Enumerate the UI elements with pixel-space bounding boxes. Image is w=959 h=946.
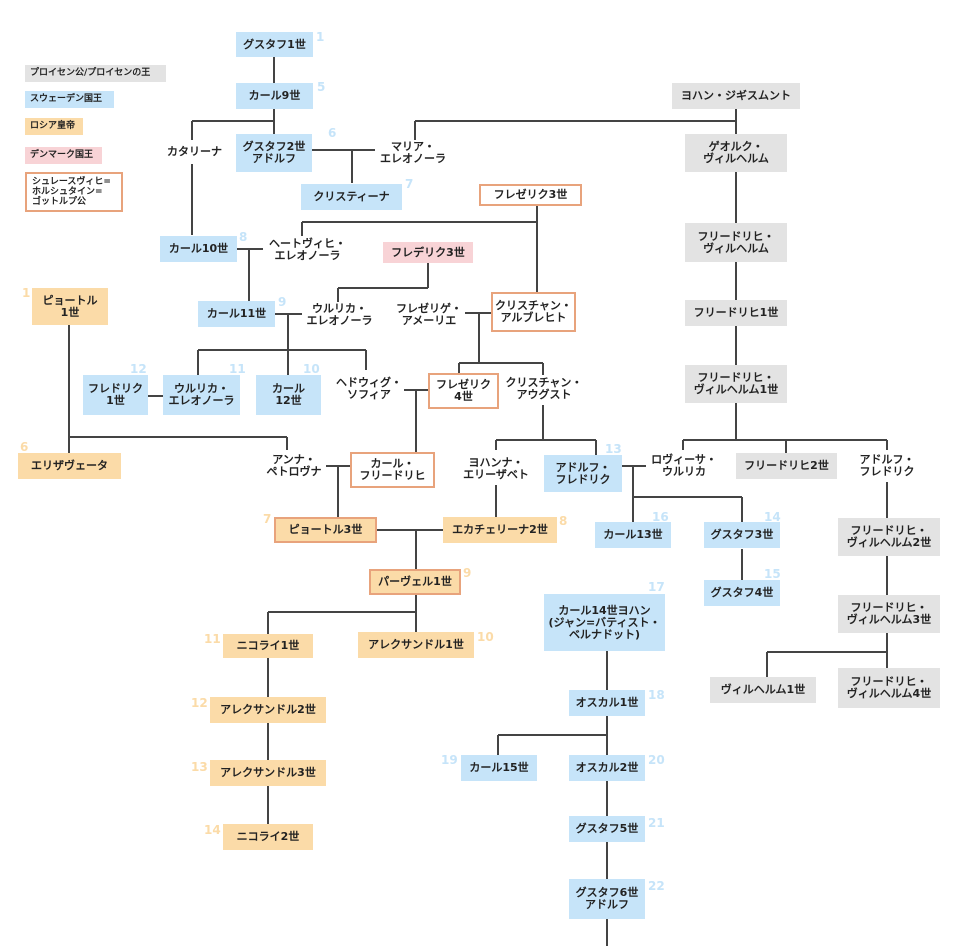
node-anna-petrovna[interactable]: アンナ・ ペトロヴナ — [266, 453, 322, 478]
node-ulrika-eleonora-queen[interactable]: ウルリカ・ エレオノーラ — [306, 302, 373, 327]
node-karl9[interactable]: カール9世 — [236, 83, 313, 109]
legend-prussia: プロイセン公/プロイセンの王 — [25, 65, 166, 82]
reign-number: 19 — [441, 753, 458, 767]
node-friedrich1[interactable]: フリードリヒ1世 — [685, 300, 787, 326]
node-alexander1[interactable]: アレクサンドル1世 — [358, 632, 474, 658]
reign-number: 9 — [463, 566, 472, 580]
node-oscar2[interactable]: オスカル2世 — [569, 755, 645, 781]
node-johanna-elisabeth[interactable]: ヨハンナ・ エリーザベト — [463, 456, 529, 481]
reign-number: 5 — [317, 80, 326, 94]
reign-number: 14 — [204, 823, 221, 837]
node-friedrich-wilhelm4[interactable]: フリードリヒ・ ヴィルヘルム4世 — [838, 668, 940, 708]
node-johann-sigismund[interactable]: ヨハン・ジギスムント — [672, 83, 800, 109]
node-karl15[interactable]: カール15世 — [461, 755, 537, 781]
node-katarina[interactable]: カタリーナ — [167, 145, 222, 158]
node-karl12[interactable]: カール 12世 — [256, 375, 321, 415]
node-karl13[interactable]: カール13世 — [595, 522, 671, 548]
legend-sweden: スウェーデン国王 — [25, 91, 114, 108]
node-friedrich-wilhelm1[interactable]: フリードリヒ・ ヴィルヘルム1世 — [685, 365, 787, 403]
node-gustav4[interactable]: グスタフ4世 — [704, 580, 780, 606]
node-oscar1[interactable]: オスカル1世 — [569, 690, 645, 716]
reign-number: 16 — [652, 510, 669, 524]
node-friedrich-wilhelm3[interactable]: フリードリヒ・ ヴィルヘルム3世 — [838, 595, 940, 633]
reign-number: 11 — [204, 632, 221, 646]
reign-number: 9 — [278, 295, 287, 309]
reign-number: 11 — [229, 362, 246, 376]
node-frederik3-holstein[interactable]: フレゼリク3世 — [479, 184, 582, 206]
node-nikolai2[interactable]: ニコライ2世 — [223, 824, 313, 850]
node-maria-eleonora[interactable]: マリア・ エレオノーラ — [380, 140, 446, 165]
reign-number: 22 — [648, 879, 665, 893]
reign-number: 8 — [559, 514, 568, 528]
node-hedvig-eleonora[interactable]: ヘートヴィヒ・ エレオノーラ — [269, 237, 346, 262]
node-karl14-johan[interactable]: カール14世ヨハン (ジャン=バティスト・ ベルナドット) — [544, 594, 665, 651]
node-frederik3-denmark[interactable]: フレデリク3世 — [383, 242, 473, 263]
reign-number: 10 — [303, 362, 320, 376]
node-christian-august[interactable]: クリスチャン・ アウグスト — [505, 376, 583, 401]
node-frederik4[interactable]: フレゼリク 4世 — [428, 373, 499, 409]
node-lovisa-ulrika[interactable]: ロヴィーサ・ ウルリカ — [651, 453, 717, 478]
reign-number: 21 — [648, 816, 665, 830]
node-adolf-fredrik[interactable]: アドルフ・ フレドリク — [544, 455, 622, 492]
legend-holstein-gottorp: シュレースヴィヒ= ホルシュタイン= ゴットルプ公 — [25, 172, 123, 212]
reign-number: 1 — [22, 286, 31, 300]
reign-number: 6 — [328, 126, 337, 140]
node-gustav2-adolf[interactable]: グスタフ2世 アドルフ — [236, 134, 312, 172]
reign-number: 12 — [191, 696, 208, 710]
node-frederikke-amalie[interactable]: フレゼリゲ・ アメーリエ — [396, 302, 462, 327]
node-georg-wilhelm[interactable]: ゲオルク・ ヴィルヘルム — [685, 134, 787, 172]
reign-number: 6 — [20, 440, 29, 454]
node-karl10[interactable]: カール10世 — [160, 236, 237, 262]
node-hedvig-sofia[interactable]: ヘドウィグ・ ソフィア — [336, 376, 402, 401]
reign-number: 12 — [130, 362, 147, 376]
node-karl11[interactable]: カール11世 — [198, 301, 275, 327]
reign-number: 15 — [764, 567, 781, 581]
node-gustav1[interactable]: グスタフ1世 — [236, 32, 313, 57]
node-kristina[interactable]: クリスティーナ — [301, 184, 402, 210]
node-wilhelm1[interactable]: ヴィルヘルム1世 — [710, 677, 816, 703]
node-ulrika-eleonora[interactable]: ウルリカ・ エレオノーラ — [163, 375, 240, 415]
reign-number: 7 — [405, 177, 414, 191]
node-karl-friedrich[interactable]: カール・ フリードリヒ — [350, 452, 435, 488]
node-peter3[interactable]: ピョートル3世 — [274, 517, 377, 543]
reign-number: 13 — [605, 442, 622, 456]
reign-number: 20 — [648, 753, 665, 767]
node-gustav6-adolf[interactable]: グスタフ6世 アドルフ — [569, 879, 645, 919]
node-alexander3[interactable]: アレクサンドル3世 — [210, 760, 326, 786]
node-nikolai1[interactable]: ニコライ1世 — [223, 634, 313, 658]
reign-number: 17 — [648, 580, 665, 594]
reign-number: 1 — [316, 30, 325, 44]
node-christian-albrecht[interactable]: クリスチャン・ アルブレヒト — [491, 292, 576, 332]
node-elizaveta[interactable]: エリザヴェータ — [18, 453, 121, 479]
node-peter1[interactable]: ピョートル 1世 — [32, 288, 108, 325]
reign-number: 10 — [477, 630, 494, 644]
legend-russia: ロシア皇帝 — [25, 118, 83, 135]
node-gustav3[interactable]: グスタフ3世 — [704, 522, 780, 548]
node-pavel1[interactable]: パーヴェル1世 — [369, 569, 461, 595]
node-friedrich-wilhelm2[interactable]: フリードリヒ・ ヴィルヘルム2世 — [838, 518, 940, 556]
reign-number: 18 — [648, 688, 665, 702]
reign-number: 13 — [191, 760, 208, 774]
reign-number: 8 — [239, 230, 248, 244]
legend-denmark: デンマーク国王 — [25, 147, 102, 164]
node-gustav5[interactable]: グスタフ5世 — [569, 816, 645, 842]
reign-number: 7 — [263, 512, 272, 526]
node-friedrich-wilhelm[interactable]: フリードリヒ・ ヴィルヘルム — [685, 223, 787, 262]
node-alexander2[interactable]: アレクサンドル2世 — [210, 697, 326, 723]
node-friedrich2[interactable]: フリードリヒ2世 — [736, 453, 837, 479]
node-fredrik1[interactable]: フレドリク 1世 — [83, 375, 148, 415]
node-august-wilhelm[interactable]: アドルフ・ フレドリク — [859, 453, 915, 478]
node-catherine2[interactable]: エカチェリーナ2世 — [443, 517, 557, 543]
reign-number: 14 — [764, 510, 781, 524]
